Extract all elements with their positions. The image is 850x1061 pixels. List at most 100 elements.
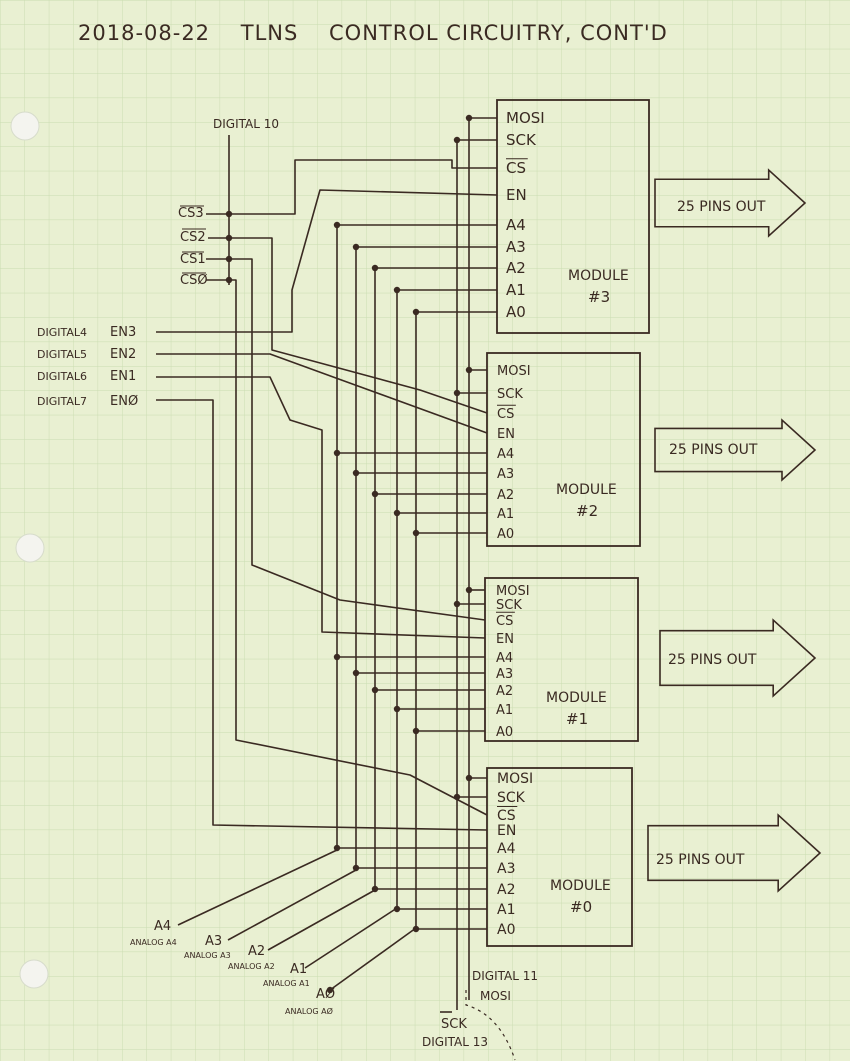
cs3-wire [229,159,497,215]
module-box [486,767,633,947]
pin-label-mosi: MOSI [497,771,533,787]
pin-label-a0: A0 [506,303,526,321]
analog-a0-sub: ANALOG AØ [285,1006,333,1016]
pin-label-mosi: MOSI [506,109,545,127]
digital7-label: DIGITAL7 [37,395,87,408]
junction-dot [393,286,401,294]
junction-dot [393,509,401,517]
pin-label-mosi: MOSI [497,364,531,379]
output-arrow-icon [654,418,817,482]
module-number: #0 [570,898,592,916]
output-label: 25 PINS OUT [656,852,745,868]
module-box [486,352,641,547]
digital10-label: DIGITAL 10 [213,117,279,131]
junction-dot [453,136,461,144]
analog-a4-label: A4 [154,919,171,934]
digital11-label: DIGITAL 11 [472,969,538,983]
junction-dot [412,529,420,537]
pin-label-a0: A0 [497,527,514,542]
en-input-labels: DIGITAL4 EN3 DIGITAL5 EN2 DIGITAL6 EN1 D… [37,325,138,409]
cs0-label: CSØ [180,273,208,288]
pin-label-a3: A3 [506,238,526,256]
junction-dot [393,905,401,913]
pin-label-a3: A3 [497,861,515,877]
pin-label-sck: SCK [497,387,523,402]
mosi-bottom-label: MOSI [480,989,511,1003]
junction-dot [465,366,473,374]
pin-label-en: EN [496,632,514,647]
dashed-note [465,990,516,1061]
sck-bottom-label: SCK [441,1017,467,1032]
junction-dot [465,114,473,122]
en0-label: ENØ [110,394,138,409]
analog-a2-wire [267,889,376,951]
pin-label-a4: A4 [506,216,526,234]
pin-label-a2: A2 [496,684,513,699]
junction-dot [352,469,360,477]
digital5-label: DIGITAL5 [37,348,87,361]
module-number: #1 [566,710,588,728]
pin-label-a1: A1 [497,507,514,522]
analog-a2-label: A2 [248,944,265,959]
junction-dot [412,308,420,316]
digital4-label: DIGITAL4 [37,326,87,339]
pin-label-a4: A4 [496,651,513,666]
pin-label-a4: A4 [497,841,516,857]
pin-label-en: EN [497,427,515,442]
en3-label: EN3 [110,325,136,340]
output-label: 25 PINS OUT [668,652,757,668]
page-title: 2018-08-22 TLNS CONTROL CIRCUITRY, CONT'… [78,21,668,45]
pin-label-sck: SCK [497,790,526,806]
analog-a4-wire [177,849,338,926]
junction-dot [371,490,379,498]
junction-dot [371,686,379,694]
cs1-label: CS1 [180,252,206,267]
output-label: 25 PINS OUT [669,442,758,458]
pin-label-cs: CS [497,407,514,422]
pin-label-a1: A1 [506,281,526,299]
pin-label-cs: CS [496,614,513,629]
junction-dot [412,925,420,933]
en0-wire [156,399,488,831]
junction-dot [352,864,360,872]
pin-label-a0: A0 [496,725,513,740]
pin-label-sck: SCK [506,131,537,149]
junction-dot [352,243,360,251]
pin-label-en: EN [506,186,527,204]
output-label: 25 PINS OUT [677,199,766,215]
digital6-label: DIGITAL6 [37,370,87,383]
pin-label-a4: A4 [497,447,514,462]
cs1-wire [229,258,486,621]
analog-a2-sub: ANALOG A2 [228,962,275,971]
junction-dot [333,844,341,852]
junction-dot [465,774,473,782]
pin-label-a1: A1 [497,902,515,918]
analog-labels: A4 ANALOG A4 A3 ANALOG A3 A2 ANALOG A2 A… [130,919,335,1016]
module-box [496,99,650,334]
analog-a3-wire [227,869,357,941]
module-box [484,577,639,742]
cs3-label: CS3 [178,206,204,221]
binder-holes [10,111,49,989]
en3-wire [156,189,498,333]
junction-dot [412,727,420,735]
analog-a3-sub: ANALOG A3 [184,951,231,960]
module-name: MODULE [568,268,629,284]
module-name: MODULE [546,690,607,706]
analog-a0-wire [329,927,417,991]
junction-dot [333,653,341,661]
analog-a3-label: A3 [205,934,222,949]
analog-a4-sub: ANALOG A4 [130,938,177,947]
pin-label-a2: A2 [497,488,514,503]
junction-dot [333,449,341,457]
digital13-label: DIGITAL 13 [422,1035,488,1049]
pin-label-a3: A3 [496,667,513,682]
pin-label-en: EN [497,823,516,839]
analog-a1-sub: ANALOG A1 [263,979,310,988]
